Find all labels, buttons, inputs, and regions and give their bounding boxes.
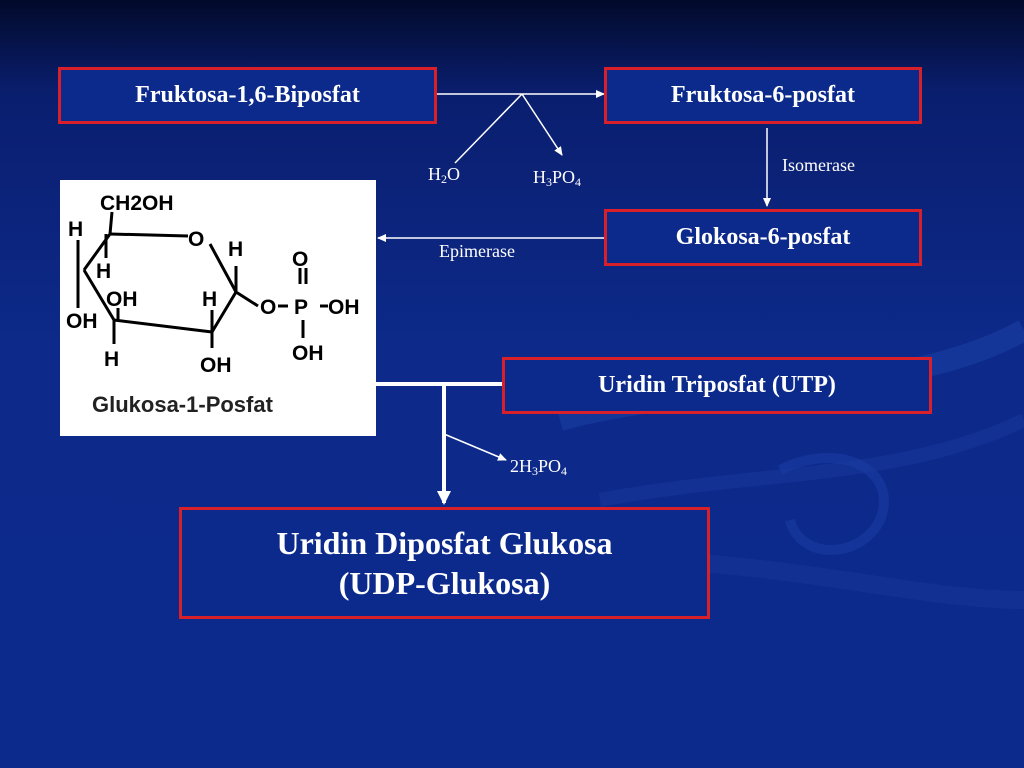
label-phosphoric-acid: H3PO4: [533, 167, 582, 189]
atom-phosphoryl-oxygen: O: [292, 248, 308, 271]
glucose-1-phosphate-svg: CH2OH O H H H OH H OH H OH O O P OH OH G…: [66, 192, 360, 417]
atom-bridging-oxygen: O: [260, 296, 276, 319]
atom-oh-c4: OH: [66, 310, 98, 333]
node-udp-glucose-line2: (UDP-Glukosa): [338, 565, 551, 601]
label-isomerase: Isomerase: [782, 155, 855, 175]
label-water: H2O: [428, 164, 460, 186]
atom-oh-c3: OH: [106, 288, 138, 311]
atom-h-c5: H: [96, 260, 111, 283]
atom-oh-c2: OH: [200, 354, 232, 377]
node-fructose-6-phosphate: Fruktosa-6-posfat: [604, 67, 922, 124]
node-glucose-6-phosphate-label: Glokosa-6-posfat: [675, 224, 851, 250]
node-udp-glucose: Uridin Diposfat Glukosa (UDP-Glukosa): [179, 507, 710, 619]
atom-oh-phosphate-right: OH: [328, 296, 360, 319]
atom-h-c4: H: [68, 218, 83, 241]
atom-ring-oxygen: O: [188, 228, 204, 251]
node-udp-glucose-line1: Uridin Diposfat Glukosa: [276, 525, 613, 561]
atom-h-c1: H: [228, 238, 243, 261]
node-fructose-6-phosphate-label: Fruktosa-6-posfat: [671, 82, 855, 108]
node-glucose-6-phosphate: Glokosa-6-posfat: [604, 209, 922, 266]
atom-h-c2: H: [202, 288, 217, 311]
molecule-caption: Glukosa-1-Posfat: [92, 392, 274, 417]
node-fructose-1-6-bisphosphate: Fruktosa-1,6-Biposfat: [58, 67, 437, 124]
atom-oh-phosphate-bottom: OH: [292, 342, 324, 365]
node-uridine-triphosphate: Uridin Triposfat (UTP): [502, 357, 932, 414]
atom-phosphorus: P: [294, 296, 308, 319]
atom-ch2oh: CH2OH: [100, 192, 174, 215]
label-pyrophosphate: 2H3PO4: [510, 456, 568, 478]
atom-h-c3: H: [104, 348, 119, 371]
node-fructose-1-6-bisphosphate-label: Fruktosa-1,6-Biposfat: [135, 82, 360, 108]
node-uridine-triphosphate-label: Uridin Triposfat (UTP): [598, 372, 836, 398]
label-epimerase: Epimerase: [439, 241, 515, 261]
glucose-1-phosphate-structure: CH2OH O H H H OH H OH H OH O O P OH OH G…: [60, 180, 376, 436]
